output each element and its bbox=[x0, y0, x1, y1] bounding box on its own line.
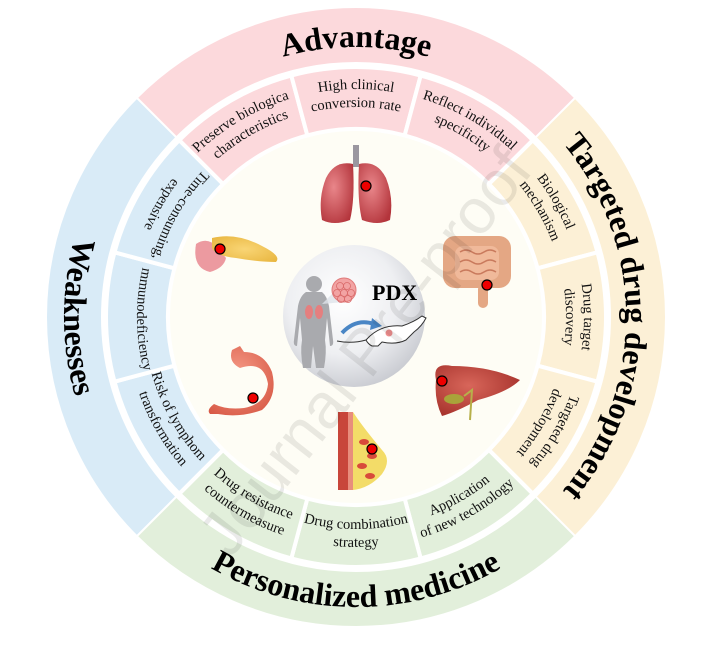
chest-muscle bbox=[338, 412, 348, 490]
pdx-sphere: PDX bbox=[283, 245, 427, 387]
organ-lung bbox=[320, 145, 392, 223]
lungs-mini-icon bbox=[305, 305, 323, 319]
mouse-tumor bbox=[385, 329, 393, 337]
tumor-cell-pattern bbox=[333, 282, 355, 303]
tumor-marker bbox=[247, 392, 259, 404]
stomach-shape bbox=[208, 346, 274, 416]
small-intestine bbox=[455, 246, 499, 280]
intestine-folds bbox=[459, 249, 497, 275]
item-label: Drug target bbox=[578, 283, 596, 352]
item-segment-weaknesses-2 bbox=[112, 137, 226, 271]
gallbladder bbox=[444, 394, 464, 404]
pancreas-shape bbox=[212, 236, 278, 262]
item-label: conversion rate bbox=[309, 95, 402, 116]
tumor-marker bbox=[436, 375, 448, 387]
chest-wall bbox=[348, 412, 353, 490]
item-label: High clinical bbox=[317, 77, 396, 96]
bile-duct bbox=[463, 387, 474, 421]
organ-intestine bbox=[443, 236, 511, 308]
organ-pancreas bbox=[195, 236, 278, 272]
organ-breast bbox=[338, 412, 387, 490]
tumor-marker bbox=[481, 279, 493, 291]
pdx-label: PDX bbox=[372, 280, 417, 305]
human-silhouette-icon bbox=[293, 276, 334, 368]
left-lung bbox=[320, 163, 354, 223]
item-label: Drug combination bbox=[303, 511, 410, 533]
arrow-head bbox=[370, 318, 382, 330]
item-label: strategy bbox=[333, 534, 380, 551]
tumor-marker bbox=[366, 443, 378, 455]
trachea bbox=[353, 145, 359, 167]
mouse-icon bbox=[336, 315, 427, 347]
organ-stomach bbox=[208, 346, 274, 416]
arrow-icon bbox=[340, 320, 375, 335]
section-band-weaknesses bbox=[45, 96, 178, 538]
lobules bbox=[357, 439, 377, 479]
tumor-marker bbox=[214, 243, 226, 255]
item-label: discovery bbox=[560, 287, 578, 347]
organ-liver bbox=[435, 365, 520, 421]
right-lung bbox=[358, 163, 392, 223]
tumor-marker bbox=[360, 180, 372, 192]
